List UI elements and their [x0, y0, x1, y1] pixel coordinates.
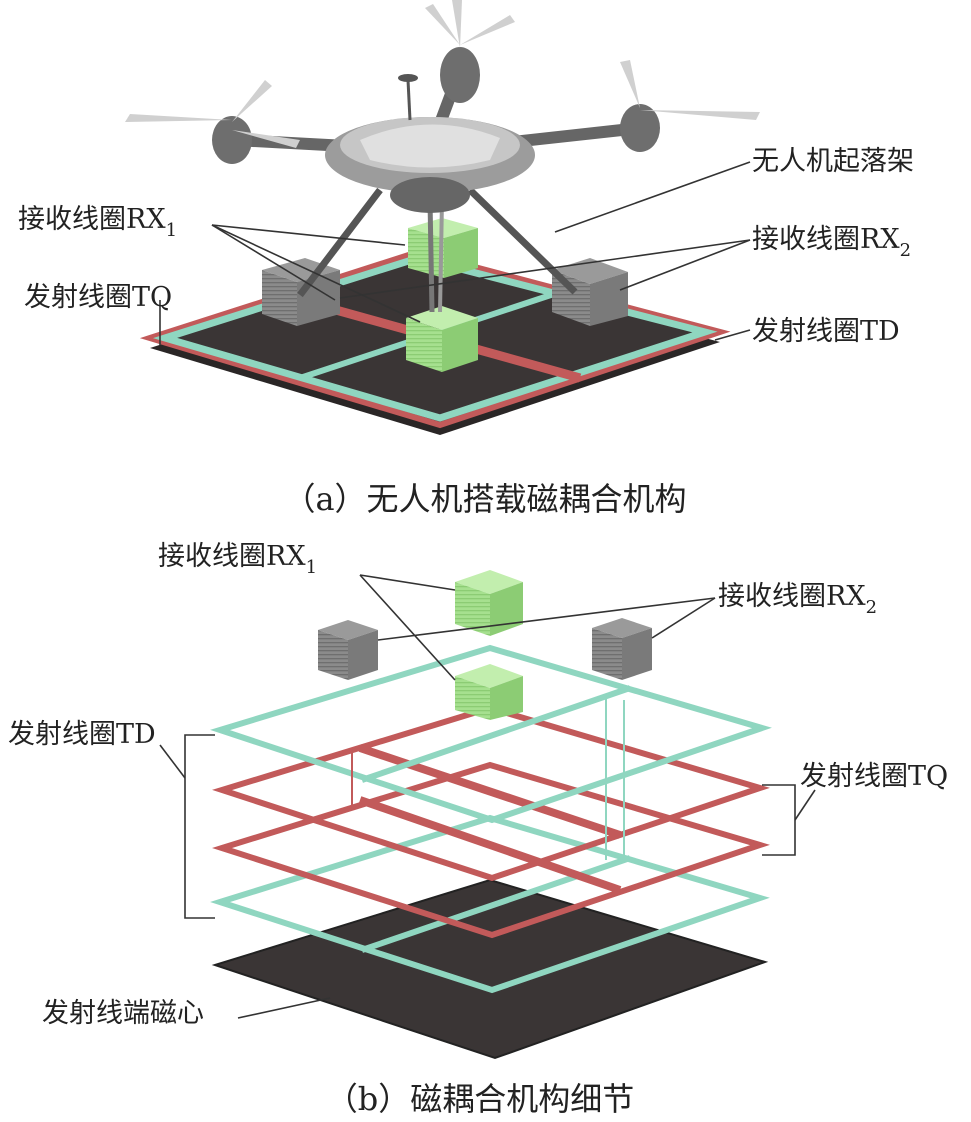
panel-a: 无人机起落架 接收线圈RX1 接收线圈RX2 发射线圈TQ 发射线圈TD （a）…: [18, 0, 914, 518]
panel-b: 接收线圈RX1 接收线圈RX2 发射线圈TD 发射线圈TQ 发射线端磁心 （b）…: [8, 541, 948, 1118]
label-b-core: 发射线端磁心: [42, 998, 204, 1029]
label-b-tq: 发射线圈TQ: [800, 761, 948, 792]
label-a-landing-gear: 无人机起落架: [752, 146, 914, 177]
label-a-tq: 发射线圈TQ: [24, 282, 172, 313]
panel-a-rx2-right: [552, 258, 628, 326]
panel-b-rx2-left: [318, 620, 378, 680]
panel-b-rx1-bottom: [455, 664, 523, 720]
label-b-rx1: 接收线圈RX1: [158, 541, 317, 578]
drone: [125, 0, 760, 313]
label-a-rx1: 接收线圈RX1: [18, 204, 177, 241]
td-layer-top: [210, 644, 772, 824]
panel-a-rx1-bottom: [406, 306, 478, 372]
label-a-rx2: 接收线圈RX2: [752, 224, 911, 261]
label-b-td: 发射线圈TD: [8, 719, 156, 750]
transmit-core: [211, 878, 769, 1060]
label-a-td: 发射线圈TD: [752, 316, 900, 347]
panel-b-rx2-right: [592, 618, 652, 680]
panel-b-leaders: [159, 574, 816, 1019]
label-b-rx2: 接收线圈RX2: [718, 581, 877, 618]
panel-a-leaders: [159, 161, 751, 345]
caption-a: （a）无人机搭载磁耦合机构: [283, 480, 686, 518]
tq-layer-upper: [212, 704, 770, 882]
caption-b: （b）磁耦合机构细节: [326, 1080, 635, 1118]
